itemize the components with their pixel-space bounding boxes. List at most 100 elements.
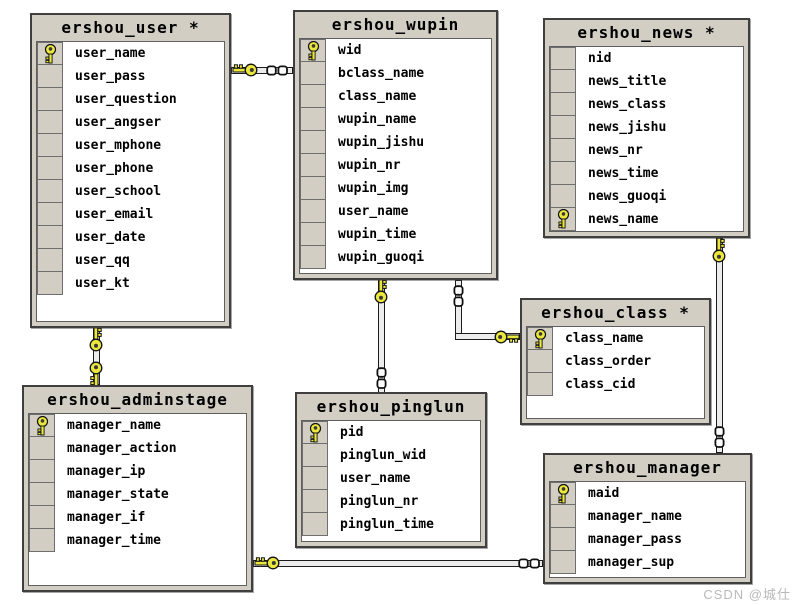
row-selector-cell[interactable] xyxy=(37,111,63,134)
field-row-manager_action[interactable]: manager_action xyxy=(29,437,246,460)
row-selector-cell[interactable] xyxy=(37,203,63,226)
field-row-user_angser[interactable]: user_angser xyxy=(37,111,224,134)
row-selector-cell[interactable] xyxy=(527,373,553,396)
row-selector-cell[interactable] xyxy=(37,249,63,272)
primary-key-cell[interactable] xyxy=(37,42,63,65)
row-selector-cell[interactable] xyxy=(300,154,326,177)
row-selector-cell[interactable] xyxy=(300,200,326,223)
field-row-pinglun_time[interactable]: pinglun_time xyxy=(302,513,480,536)
row-selector-cell[interactable] xyxy=(527,350,553,373)
field-row-manager_ip[interactable]: manager_ip xyxy=(29,460,246,483)
row-selector-cell[interactable] xyxy=(37,226,63,249)
row-selector-cell[interactable] xyxy=(29,437,55,460)
field-row-manager_time[interactable]: manager_time xyxy=(29,529,246,552)
table-title[interactable]: ershou_user * xyxy=(61,18,200,37)
relation-adminstage-manager-line[interactable] xyxy=(253,560,543,567)
field-row-wupin_time[interactable]: wupin_time xyxy=(300,223,491,246)
field-row-manager_sup[interactable]: manager_sup xyxy=(550,551,745,574)
row-selector-cell[interactable] xyxy=(29,529,55,552)
row-selector-cell[interactable] xyxy=(302,490,328,513)
primary-key-cell[interactable] xyxy=(302,421,328,444)
field-row-class_name[interactable]: class_name xyxy=(527,327,704,350)
field-row-pid[interactable]: pid xyxy=(302,421,480,444)
row-selector-cell[interactable] xyxy=(29,483,55,506)
row-selector-cell[interactable] xyxy=(302,513,328,536)
field-row-nid[interactable]: nid xyxy=(550,47,743,70)
field-row-news_title[interactable]: news_title xyxy=(550,70,743,93)
table-title[interactable]: ershou_wupin xyxy=(331,15,460,34)
row-selector-cell[interactable] xyxy=(550,505,576,528)
row-selector-cell[interactable] xyxy=(300,85,326,108)
field-row-user_name[interactable]: user_name xyxy=(37,42,224,65)
field-row-user_email[interactable]: user_email xyxy=(37,203,224,226)
row-selector-cell[interactable] xyxy=(550,47,576,70)
row-selector-cell[interactable] xyxy=(550,93,576,116)
field-row-user_pass[interactable]: user_pass xyxy=(37,65,224,88)
field-row-user_question[interactable]: user_question xyxy=(37,88,224,111)
field-row-news_time[interactable]: news_time xyxy=(550,162,743,185)
row-selector-cell[interactable] xyxy=(550,139,576,162)
field-row-manager_name[interactable]: manager_name xyxy=(29,414,246,437)
table-title[interactable]: ershou_pinglun xyxy=(316,397,466,416)
primary-key-cell[interactable] xyxy=(550,208,576,231)
field-row-wupin_jishu[interactable]: wupin_jishu xyxy=(300,131,491,154)
row-selector-cell[interactable] xyxy=(550,528,576,551)
row-selector-cell[interactable] xyxy=(37,180,63,203)
table-title[interactable]: ershou_manager xyxy=(573,458,722,477)
field-row-user_kt[interactable]: user_kt xyxy=(37,272,224,295)
field-row-news_name[interactable]: news_name xyxy=(550,208,743,231)
field-row-wupin_img[interactable]: wupin_img xyxy=(300,177,491,200)
row-selector-cell[interactable] xyxy=(37,134,63,157)
row-selector-cell[interactable] xyxy=(37,272,63,295)
field-row-user_school[interactable]: user_school xyxy=(37,180,224,203)
field-row-class_order[interactable]: class_order xyxy=(527,350,704,373)
field-row-news_guoqi[interactable]: news_guoqi xyxy=(550,185,743,208)
table-title[interactable]: ershou_news * xyxy=(577,23,716,42)
field-row-class_cid[interactable]: class_cid xyxy=(527,373,704,396)
row-selector-cell[interactable] xyxy=(302,467,328,490)
row-selector-cell[interactable] xyxy=(37,157,63,180)
row-selector-cell[interactable] xyxy=(302,444,328,467)
field-row-pinglun_wid[interactable]: pinglun_wid xyxy=(302,444,480,467)
field-row-user_mphone[interactable]: user_mphone xyxy=(37,134,224,157)
field-row-user_name[interactable]: user_name xyxy=(300,200,491,223)
primary-key-cell[interactable] xyxy=(550,482,576,505)
row-selector-cell[interactable] xyxy=(550,116,576,139)
row-selector-cell[interactable] xyxy=(300,131,326,154)
field-row-wupin_name[interactable]: wupin_name xyxy=(300,108,491,131)
field-row-wupin_guoqi[interactable]: wupin_guoqi xyxy=(300,246,491,269)
row-selector-cell[interactable] xyxy=(550,70,576,93)
row-selector-cell[interactable] xyxy=(300,177,326,200)
field-row-maid[interactable]: maid xyxy=(550,482,745,505)
field-row-manager_name[interactable]: manager_name xyxy=(550,505,745,528)
row-selector-cell[interactable] xyxy=(300,108,326,131)
row-selector-cell[interactable] xyxy=(29,460,55,483)
field-row-news_class[interactable]: news_class xyxy=(550,93,743,116)
field-row-wupin_nr[interactable]: wupin_nr xyxy=(300,154,491,177)
row-selector-cell[interactable] xyxy=(300,223,326,246)
row-selector-cell[interactable] xyxy=(37,65,63,88)
relation-news-manager-line[interactable] xyxy=(716,238,723,453)
relation-user-wupin-line[interactable] xyxy=(231,67,293,74)
field-row-news_jishu[interactable]: news_jishu xyxy=(550,116,743,139)
primary-key-cell[interactable] xyxy=(29,414,55,437)
row-selector-cell[interactable] xyxy=(37,88,63,111)
field-row-user_phone[interactable]: user_phone xyxy=(37,157,224,180)
row-selector-cell[interactable] xyxy=(550,185,576,208)
table-title[interactable]: ershou_class * xyxy=(541,303,690,322)
row-selector-cell[interactable] xyxy=(300,62,326,85)
field-row-manager_pass[interactable]: manager_pass xyxy=(550,528,745,551)
field-row-user_name[interactable]: user_name xyxy=(302,467,480,490)
field-row-user_date[interactable]: user_date xyxy=(37,226,224,249)
field-row-manager_state[interactable]: manager_state xyxy=(29,483,246,506)
field-row-pinglun_nr[interactable]: pinglun_nr xyxy=(302,490,480,513)
field-row-wid[interactable]: wid xyxy=(300,39,491,62)
field-row-news_nr[interactable]: news_nr xyxy=(550,139,743,162)
primary-key-cell[interactable] xyxy=(527,327,553,350)
